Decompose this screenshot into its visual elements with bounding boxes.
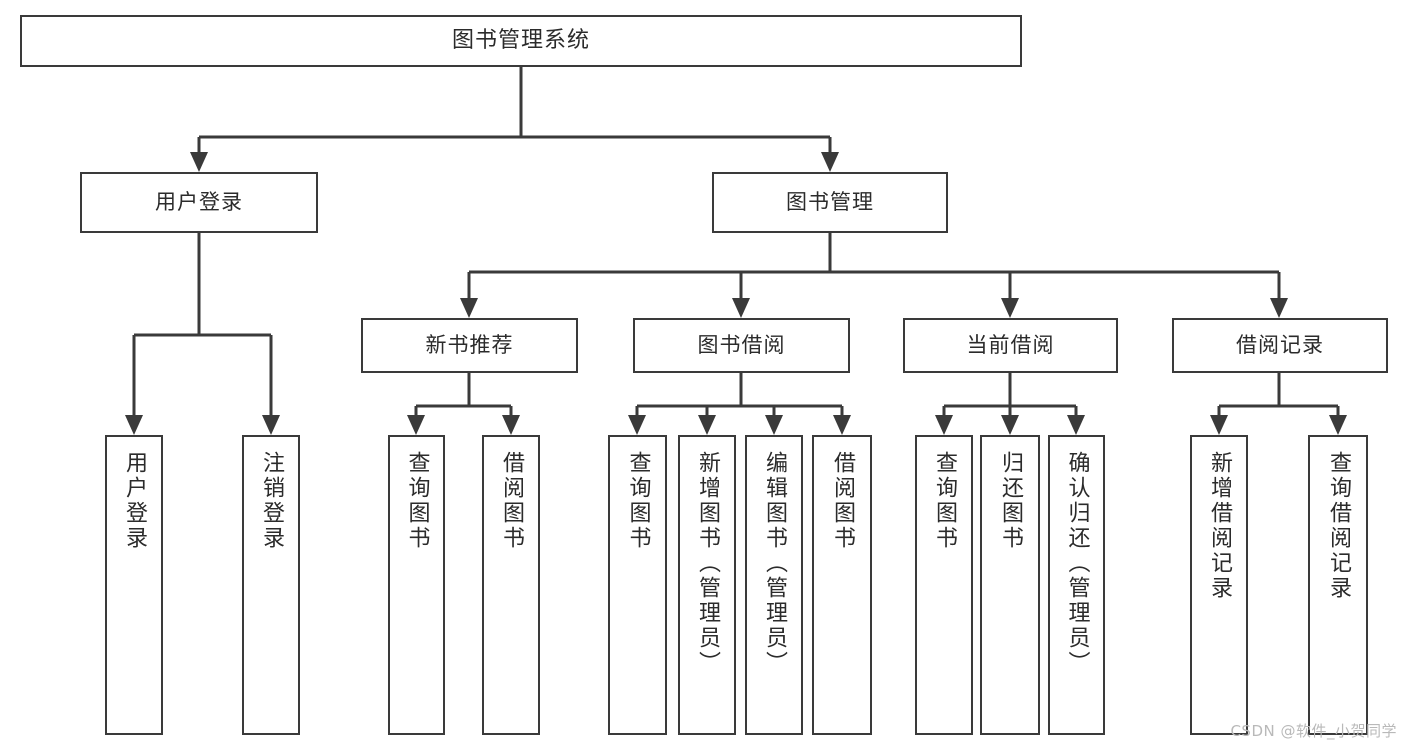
node-leaf-edit-book: 编辑图书（管理员） [745, 435, 803, 735]
watermark-label: CSDN @软件_小贺同学 [1230, 722, 1397, 740]
node-new-book-recommend: 新书推荐 [361, 318, 578, 373]
node-label: 借阅图书 [499, 451, 524, 551]
node-leaf-borrow-book-2: 借阅图书 [812, 435, 872, 735]
node-leaf-query-book-2: 查询图书 [608, 435, 667, 735]
node-current-borrow: 当前借阅 [903, 318, 1118, 373]
node-label: 当前借阅 [966, 332, 1055, 357]
node-leaf-confirm-return: 确认归还（管理员） [1048, 435, 1105, 735]
node-label: 查询图书 [932, 451, 957, 551]
node-label: 新书推荐 [425, 332, 514, 357]
node-book-manage: 图书管理 [712, 172, 948, 233]
node-leaf-borrow-book-1: 借阅图书 [482, 435, 540, 735]
node-label: 查询图书 [625, 451, 651, 551]
node-leaf-logout: 注销登录 [242, 435, 300, 735]
node-label: 注销登录 [259, 451, 284, 551]
node-label: 用户登录 [122, 451, 147, 551]
node-leaf-query-book-1: 查询图书 [388, 435, 445, 735]
node-label: 用户登录 [155, 189, 243, 214]
node-leaf-return-book: 归还图书 [980, 435, 1040, 735]
node-label: 查询借阅记录 [1326, 451, 1351, 601]
node-book-borrow: 图书借阅 [633, 318, 850, 373]
node-label: 查询图书 [404, 451, 430, 551]
node-leaf-query-book-3: 查询图书 [915, 435, 973, 735]
node-label: 新增借阅记录 [1207, 451, 1232, 601]
node-leaf-add-book: 新增图书（管理员） [678, 435, 736, 735]
node-label: 确认归还（管理员） [1064, 451, 1090, 676]
node-leaf-query-borrow-record: 查询借阅记录 [1308, 435, 1368, 735]
node-leaf-user-login: 用户登录 [105, 435, 163, 735]
node-label: 新增图书（管理员） [695, 451, 720, 676]
node-label: 图书管理系统 [451, 27, 590, 53]
node-label: 归还图书 [998, 451, 1023, 551]
node-label: 编辑图书（管理员） [762, 451, 787, 676]
node-label: 借阅图书 [830, 451, 855, 551]
node-label: 借阅记录 [1236, 332, 1324, 357]
node-root: 图书管理系统 [20, 15, 1022, 67]
node-label: 图书管理 [786, 189, 874, 214]
node-label: 图书借阅 [697, 332, 786, 357]
node-user-login: 用户登录 [80, 172, 318, 233]
node-borrow-record: 借阅记录 [1172, 318, 1388, 373]
node-leaf-add-borrow-record: 新增借阅记录 [1190, 435, 1248, 735]
